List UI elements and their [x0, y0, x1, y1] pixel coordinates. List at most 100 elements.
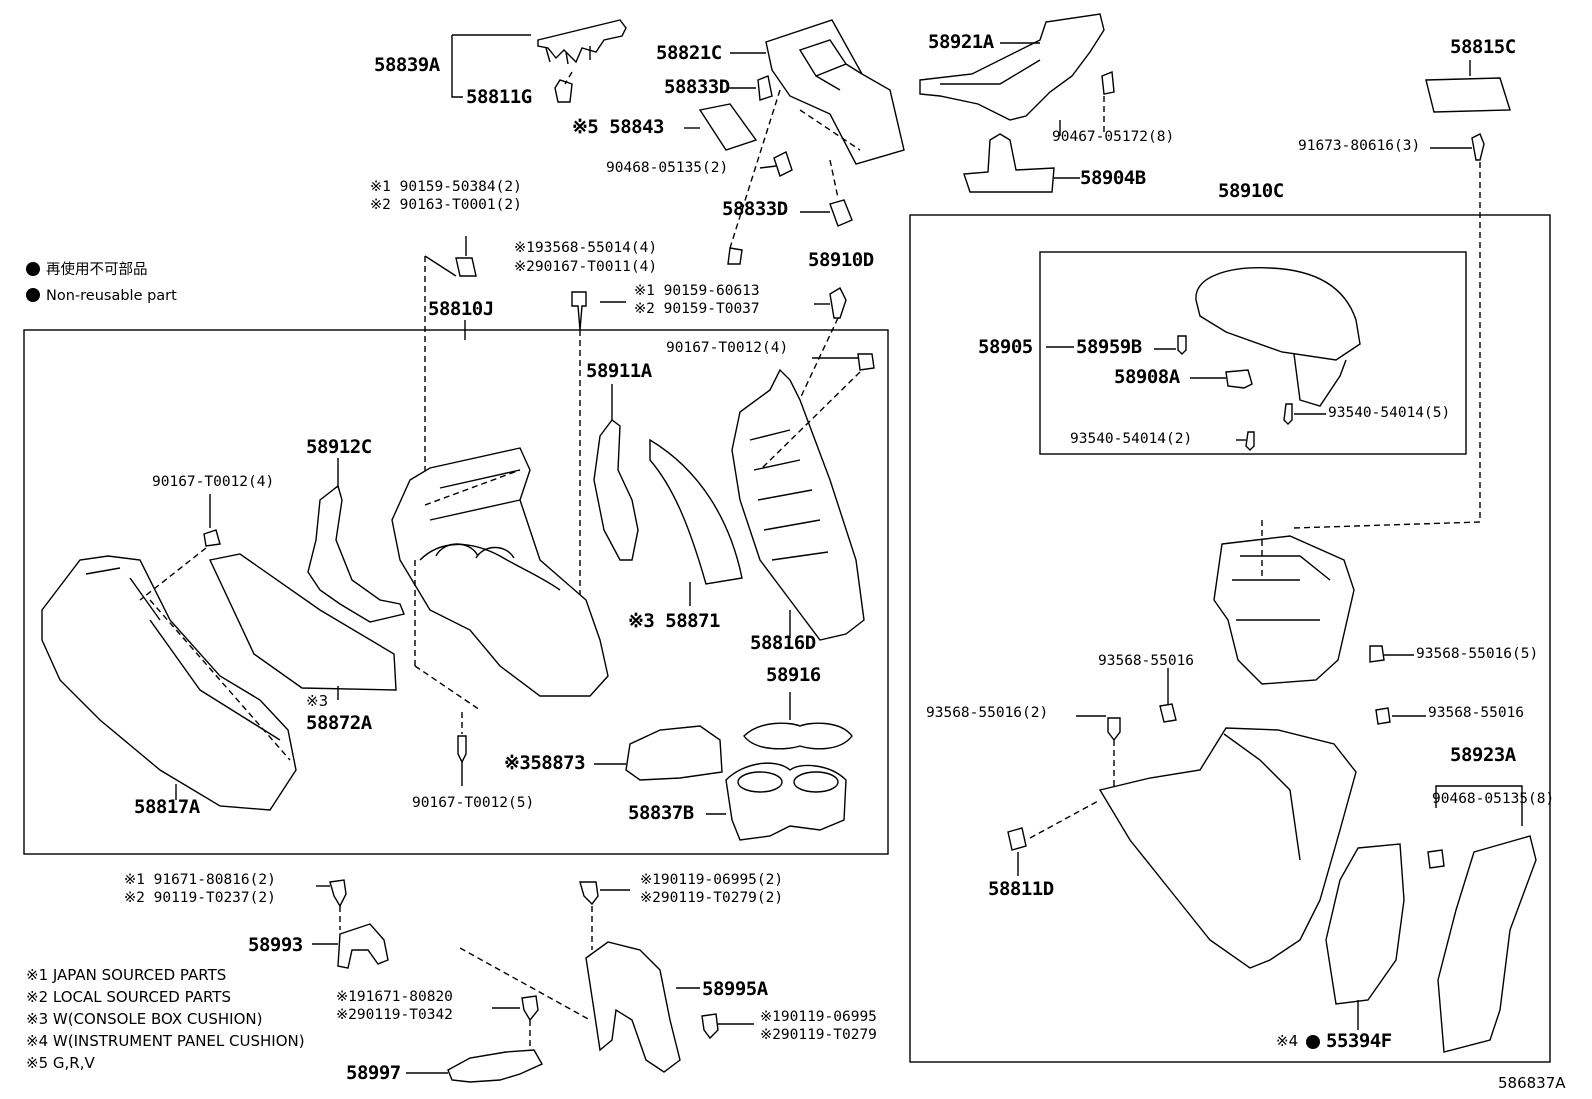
- label-90159-T0037: ※2 90159-T0037: [634, 301, 760, 317]
- label-91673-80616-3: 91673-80616(3): [1298, 138, 1421, 154]
- label-58910C: 58910C: [1218, 180, 1284, 202]
- label-58912C: 58912C: [306, 436, 372, 458]
- part-58904B-shape: [963, 133, 1055, 193]
- label-93568-55016-2: 93568-55016(2): [926, 705, 1049, 721]
- label-90119-T0342: ※290119-T0342: [336, 1007, 453, 1023]
- note-4: ※4 W(INSTRUMENT PANEL CUSHION): [26, 1032, 305, 1050]
- label-58911A: 58911A: [586, 360, 652, 382]
- label-58908A: 58908A: [1114, 366, 1180, 388]
- part-55394F-shape: [1325, 843, 1405, 1005]
- label-58872A-note: ※3: [306, 692, 329, 710]
- note-2: ※2 LOCAL SOURCED PARTS: [26, 988, 231, 1006]
- label-58921A: 58921A: [928, 31, 994, 53]
- label-91671-80820: ※191671-80820: [336, 989, 453, 1005]
- part-58871-shape: [649, 438, 743, 585]
- label-93568-55016-5: 93568-55016(5): [1416, 646, 1539, 662]
- legend-jp-text: 再使用不可部品: [46, 262, 148, 278]
- group-frame-58905: [1039, 251, 1467, 455]
- part-console-box-shape: [1213, 535, 1355, 685]
- label-58959B: 58959B: [1076, 336, 1142, 358]
- label-58923A: 58923A: [1450, 744, 1516, 766]
- note-3: ※3 W(CONSOLE BOX CUSHION): [26, 1010, 263, 1028]
- non-reusable-dot-icon: [26, 262, 40, 276]
- label-58995A: 58995A: [702, 978, 768, 1000]
- label-90119-06995: ※190119-06995: [760, 1009, 877, 1025]
- part-58997-shape: [447, 1049, 543, 1083]
- legend-jp: 再使用不可部品: [26, 262, 148, 278]
- part-58873-shape: [625, 725, 723, 781]
- label-93540-54014-2: 93540-54014(2): [1070, 431, 1193, 447]
- label-55394F: 55394F: [1306, 1032, 1392, 1051]
- label-55394F-note: ※4: [1276, 1032, 1299, 1050]
- legend-en: Non-reusable part: [26, 288, 177, 304]
- part-58815C-shape: [1425, 77, 1511, 113]
- label-58873: ※358873: [504, 752, 586, 774]
- part-58923A-shape: [1437, 835, 1537, 1053]
- label-55394F-text: 55394F: [1326, 1030, 1392, 1052]
- part-58817A-shape: [41, 555, 297, 811]
- part-58837B-shape: [725, 762, 847, 841]
- label-90163-T0001: ※2 90163-T0001(2): [370, 197, 522, 213]
- label-58833D-top: 58833D: [664, 76, 730, 98]
- label-58811G: 58811G: [466, 86, 532, 108]
- label-90167-T0011: ※290167-T0011(4): [514, 259, 658, 275]
- label-90119-06995-2: ※190119-06995(2): [640, 872, 784, 888]
- legend-en-text: Non-reusable part: [46, 288, 177, 304]
- note-5: ※5 G,R,V: [26, 1054, 95, 1072]
- label-93568-55014: ※193568-55014(4): [514, 240, 658, 256]
- label-58843: ※5 58843: [572, 116, 665, 138]
- label-58833D-bottom: 58833D: [722, 198, 788, 220]
- label-58821C: 58821C: [656, 42, 722, 64]
- part-58916-shape: [743, 722, 853, 750]
- label-90468-05135-8: 90468-05135(8): [1432, 791, 1555, 807]
- label-58817A: 58817A: [134, 796, 200, 818]
- part-58821C-shape: [765, 19, 905, 165]
- label-90468-05135-2: 90468-05135(2): [606, 160, 729, 176]
- label-93568-55016: 93568-55016: [1098, 653, 1195, 669]
- label-90167-T0012-4-right: 90167-T0012(4): [666, 340, 789, 356]
- part-58810J-shape: [391, 447, 609, 697]
- label-58811D: 58811D: [988, 878, 1054, 900]
- label-58839A: 58839A: [374, 54, 440, 76]
- group-frame-58810J: [23, 329, 889, 855]
- label-93540-54014-5: 93540-54014(5): [1328, 405, 1451, 421]
- non-reusable-dot-icon: [1306, 1035, 1320, 1049]
- group-frame-58910C: [909, 214, 1551, 1063]
- label-90167-T0012-5: 90167-T0012(5): [412, 795, 535, 811]
- label-58871: ※3 58871: [628, 610, 721, 632]
- label-90167-T0012-4-left: 90167-T0012(4): [152, 474, 275, 490]
- part-58993-shape: [337, 923, 389, 969]
- part-58816D-shape: [731, 368, 865, 641]
- label-90119-T0279: ※290119-T0279: [760, 1027, 877, 1043]
- part-lower-console-shape: [1098, 727, 1357, 969]
- label-91671-80816: ※1 91671-80816(2): [124, 872, 276, 888]
- label-58816D: 58816D: [750, 632, 816, 654]
- diagram-reference-code: 586837A: [1498, 1074, 1566, 1092]
- label-90467-05172-8: 90467-05172(8): [1052, 129, 1175, 145]
- part-58905-shape: [1195, 267, 1361, 407]
- label-58904B: 58904B: [1080, 167, 1146, 189]
- part-58839A-shape: [537, 19, 627, 103]
- part-58872A-shape: [208, 553, 397, 691]
- label-58905: 58905: [978, 336, 1033, 358]
- label-90119-T0279-2: ※290119-T0279(2): [640, 890, 784, 906]
- label-58916: 58916: [766, 664, 821, 686]
- label-58815C: 58815C: [1450, 36, 1516, 58]
- label-90159-60613: ※1 90159-60613: [634, 283, 760, 299]
- label-58837B: 58837B: [628, 802, 694, 824]
- label-90119-T0237: ※2 90119-T0237(2): [124, 890, 276, 906]
- non-reusable-dot-icon: [26, 288, 40, 302]
- label-58993: 58993: [248, 934, 303, 956]
- label-58997: 58997: [346, 1062, 401, 1084]
- label-93568-55016-right: 93568-55016: [1428, 705, 1525, 721]
- part-58921A-shape: [919, 13, 1115, 121]
- label-90159-50384: ※1 90159-50384(2): [370, 179, 522, 195]
- label-58910D: 58910D: [808, 249, 874, 271]
- note-1: ※1 JAPAN SOURCED PARTS: [26, 966, 227, 984]
- part-58995A-shape: [585, 941, 681, 1073]
- label-58810J: 58810J: [428, 298, 494, 320]
- label-58872A: 58872A: [306, 712, 372, 734]
- part-58911A-shape: [593, 419, 639, 561]
- part-58912C-shape: [307, 484, 405, 623]
